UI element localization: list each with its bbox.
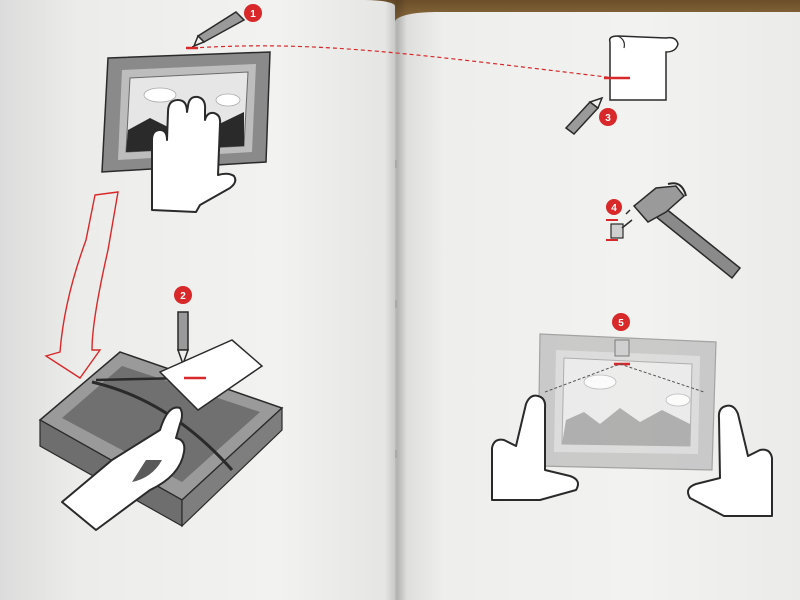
nail-icon [614,339,630,357]
nail-icon [610,209,633,239]
step-1-illustration: 1 [101,4,271,213]
paper-note-icon [608,35,679,101]
pencil-icon [564,96,604,136]
hanging-wire [91,380,234,471]
hand-icon [687,404,773,517]
hanging-wire [544,363,705,393]
step-2-illustration: 2 [38,286,284,531]
binding-stitch [395,450,397,458]
step-3-illustration: 3 [564,35,679,136]
hand-icon [61,406,186,531]
step-number: 2 [180,291,186,302]
paper-note-icon [158,339,264,411]
measurement-dashed-line [192,45,616,79]
step-number: 3 [605,113,611,124]
hand-icon [151,95,237,213]
binding-stitch [395,160,397,168]
step-badge [612,313,630,331]
step-4-illustration: 4 [606,182,742,280]
pencil-icon [192,11,246,48]
step-badge [174,286,192,304]
hammer-icon [632,182,742,280]
step-badge [244,4,262,22]
hand-icon [491,394,579,501]
picture-frame-icon [537,333,717,471]
pencil-icon [176,311,190,367]
step-badge [599,108,617,126]
step-number: 5 [618,318,624,329]
binding-stitch [395,300,397,308]
step-number: 4 [611,203,617,214]
arrow-icon [44,191,119,379]
step-5-illustration: 5 [491,313,773,517]
step-badge [606,199,622,215]
step-number: 1 [250,9,256,20]
